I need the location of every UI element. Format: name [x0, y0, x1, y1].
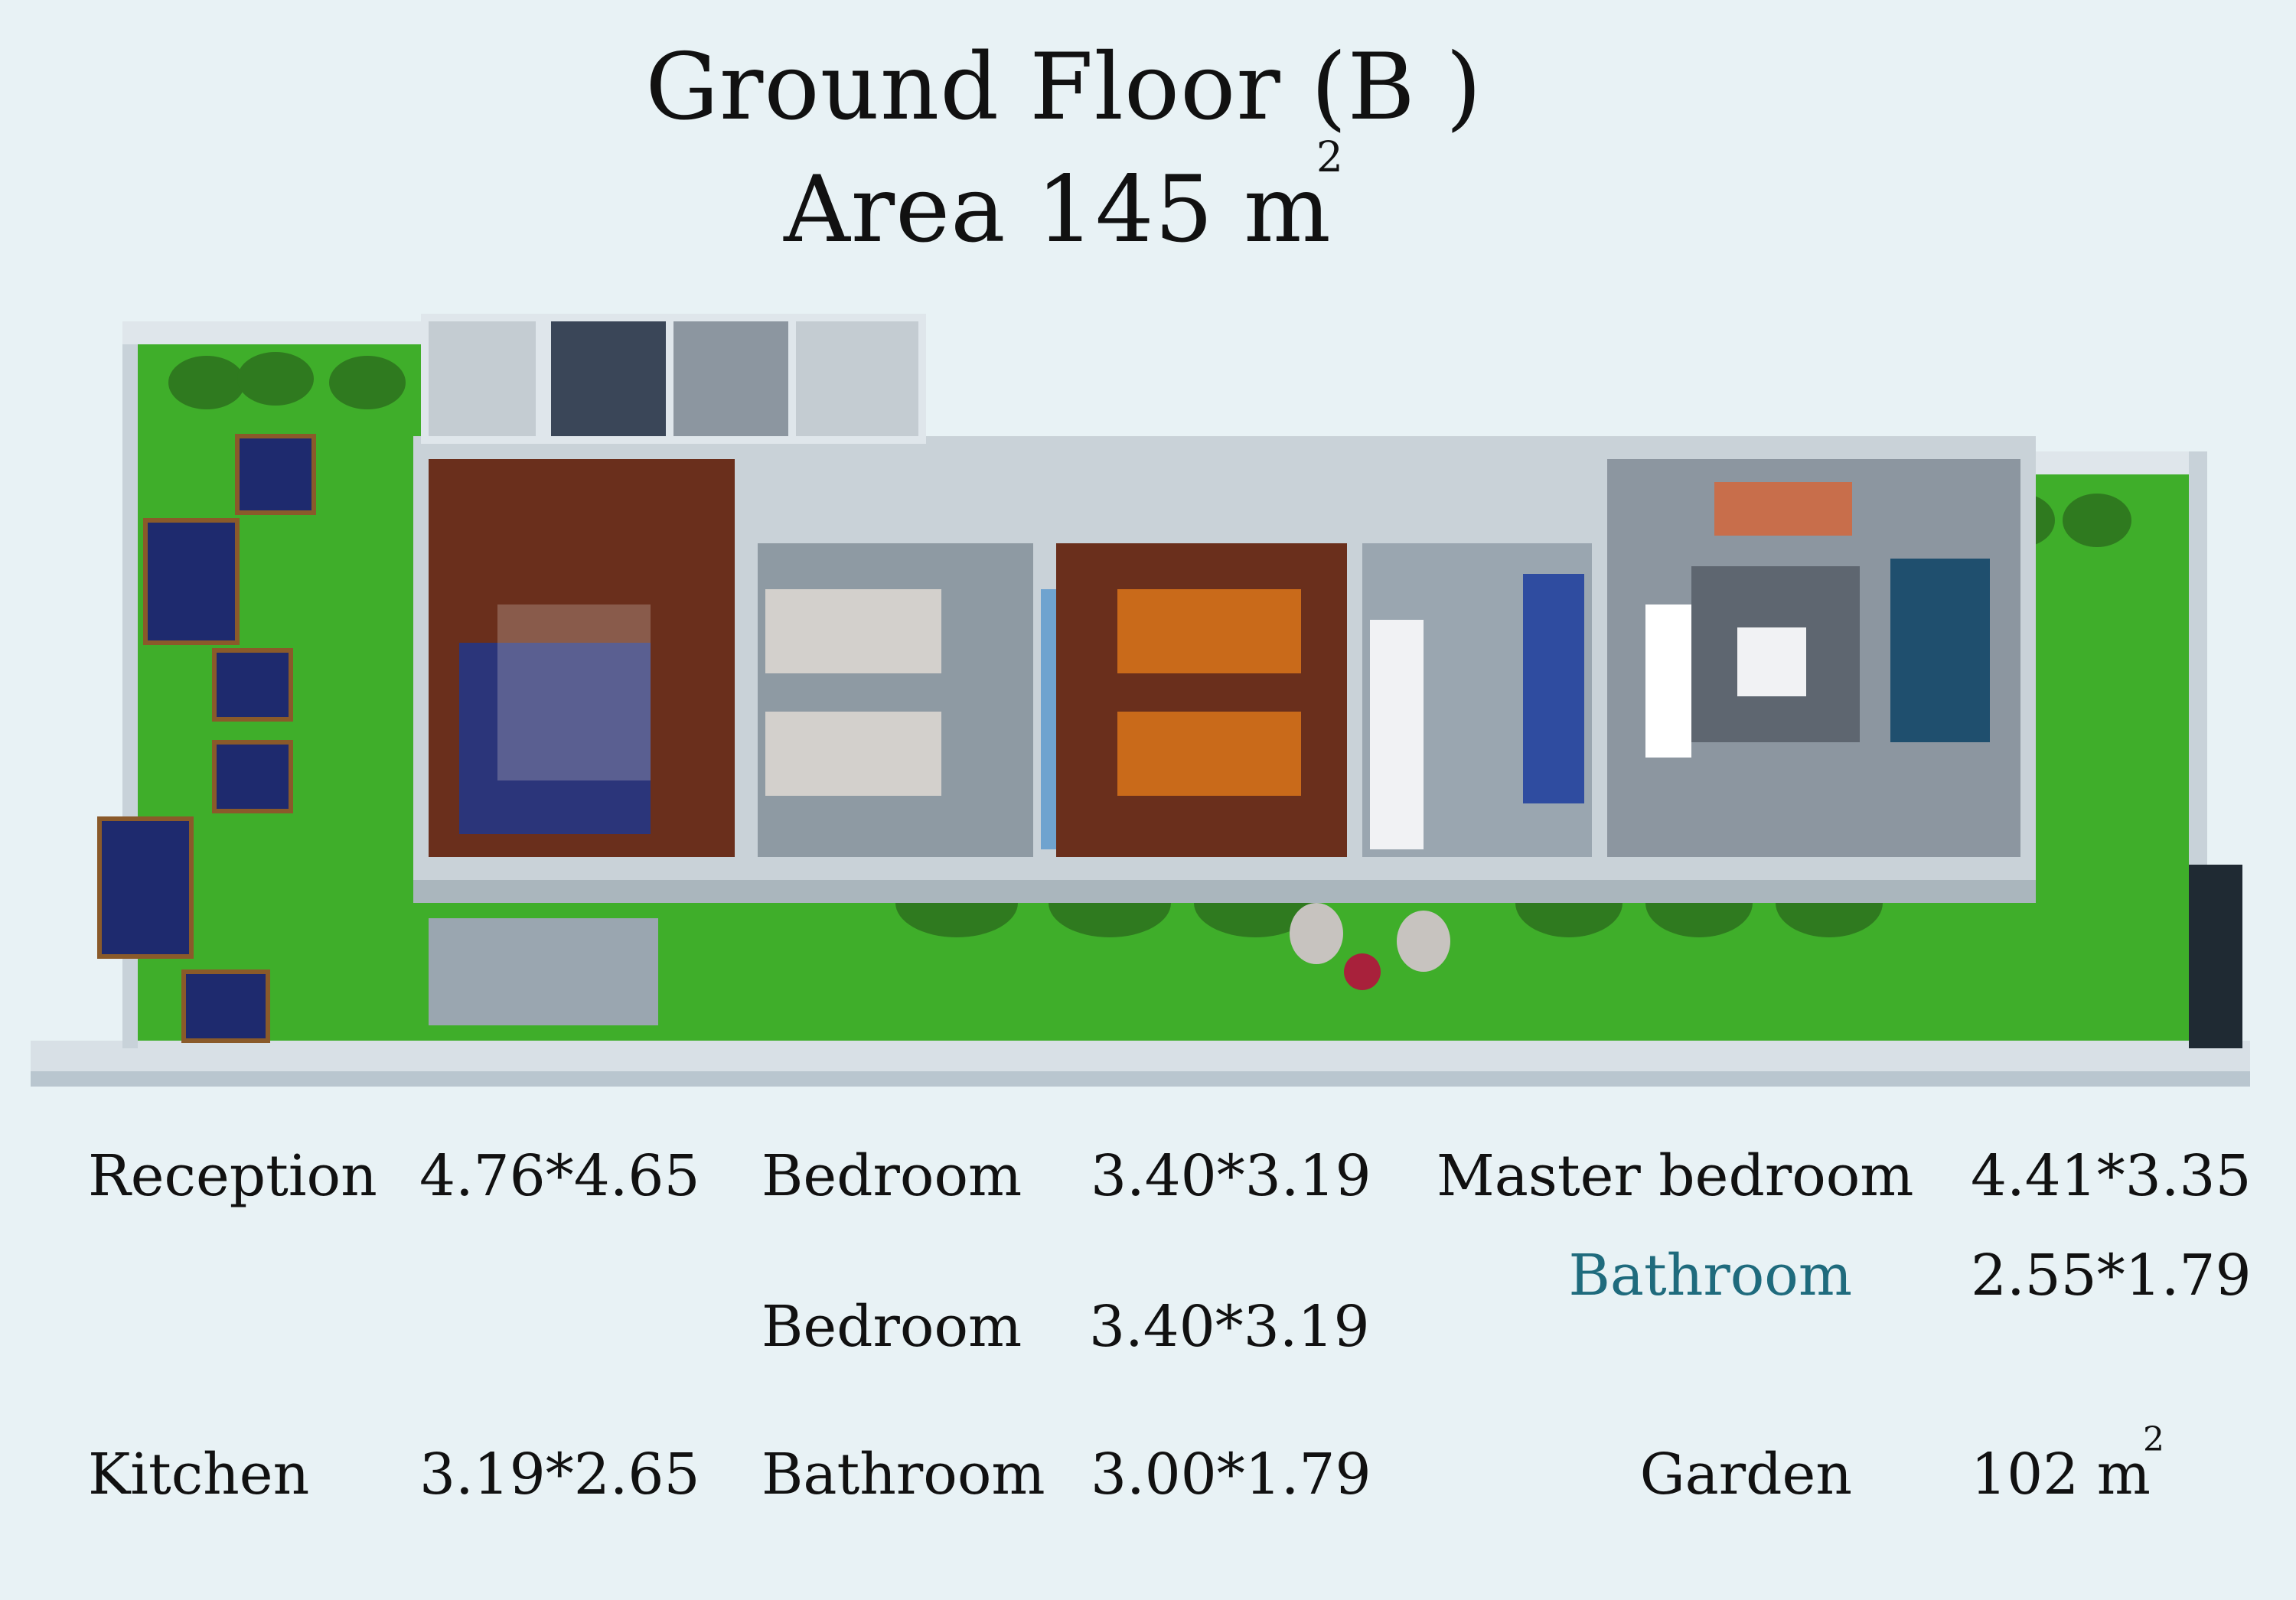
garden-area-unit-superscript: 2	[2142, 1420, 2164, 1460]
house	[413, 314, 2242, 1048]
area-text: Area 145 m	[784, 157, 1332, 263]
garden-label: Garden	[1639, 1442, 1852, 1507]
master-bedroom-dims: 4.41*3.35	[1971, 1143, 2252, 1209]
garden-area: 102 m2	[1971, 1423, 2164, 1503]
bedroom-dims-2: 3.40*3.19	[1089, 1294, 1370, 1360]
area-subtitle: Area 145 m2	[0, 136, 2128, 256]
area-unit-superscript: 2	[1316, 132, 1344, 181]
bedroom-label-2: Bedroom	[762, 1294, 1022, 1360]
master-bedroom-label: Master bedroom	[1437, 1143, 1914, 1209]
bathroom-dims-1: 3.00*1.79	[1091, 1442, 1371, 1507]
patio-set	[1290, 903, 1450, 990]
bedroom-label-1: Bedroom	[762, 1143, 1022, 1209]
bedroom-dims-1: 3.40*3.19	[1091, 1143, 1371, 1209]
bathroom-dims-2: 2.55*1.79	[1971, 1243, 2252, 1308]
kitchen-label: Kitchen	[88, 1442, 310, 1507]
garden-area-text: 102 m	[1971, 1442, 2151, 1507]
garden-enclosure	[31, 321, 2250, 1087]
floor-plan-illustration	[31, 314, 2250, 1087]
garden-chairs	[97, 434, 316, 1043]
page-title: Ground Floor (B )	[645, 34, 1482, 141]
bathroom-label-2: Bathroom	[1568, 1243, 1852, 1308]
kitchen-dims: 3.19*2.65	[419, 1442, 700, 1507]
bathroom-label-1: Bathroom	[762, 1442, 1045, 1507]
reception-label: Reception	[88, 1143, 377, 1209]
reception-dims: 4.76*4.65	[419, 1143, 700, 1209]
